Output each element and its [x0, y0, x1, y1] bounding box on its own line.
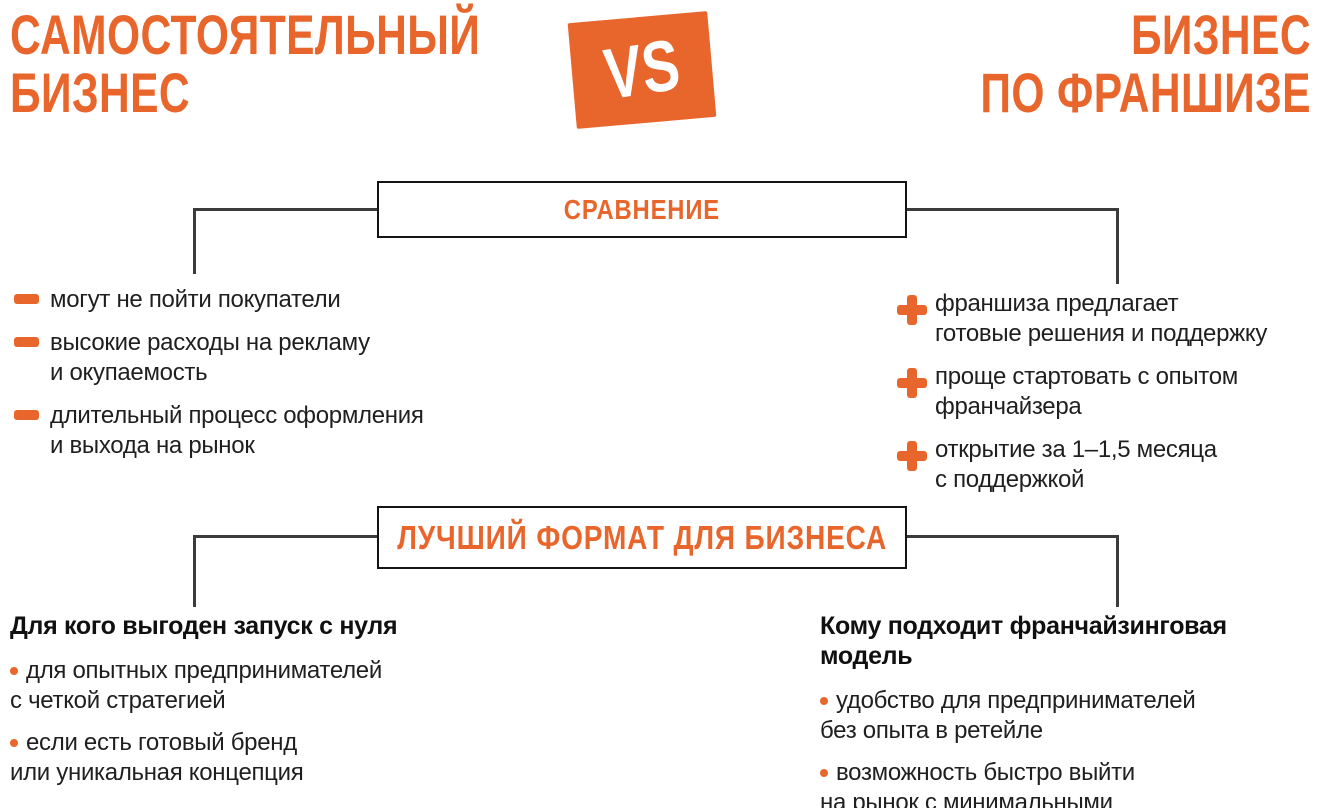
minus-icon	[14, 294, 39, 304]
minus-icon	[14, 410, 39, 420]
cons-list: могут не пойти покупатели высокие расход…	[14, 285, 484, 474]
comparison-connector-right-horizontal	[905, 208, 1119, 211]
bullet-item: возможность быстро выйти на рынок с мини…	[820, 758, 1320, 808]
best-format-box-title: ЛУЧШИЙ ФОРМАТ ДЛЯ БИЗНЕСА	[397, 518, 887, 556]
minus-icon	[14, 337, 39, 347]
plus-icon	[897, 295, 927, 325]
con-item: высокие расходы на рекламу и окупаемость	[14, 328, 484, 388]
bullet-item: удобство для предпринимателей без опыта …	[820, 686, 1320, 746]
pro-item: франшиза предлагает готовые решения и по…	[897, 289, 1317, 349]
bullet-item: для опытных предпринимателей с четкой ст…	[10, 656, 490, 716]
pro-item-text: франшиза предлагает готовые решения и по…	[935, 290, 1268, 347]
best-format-box: ЛУЧШИЙ ФОРМАТ ДЛЯ БИЗНЕСА	[377, 506, 907, 569]
best-format-connector-left-horizontal	[193, 535, 379, 538]
con-item-text: могут не пойти покупатели	[50, 286, 341, 313]
vs-label: VS	[599, 24, 685, 116]
con-item-text: длительный процесс оформления и выхода н…	[50, 402, 424, 459]
best-format-connector-right-vertical	[1116, 535, 1119, 607]
bullet-dot-icon	[820, 768, 828, 777]
franchise-business-title: БИЗНЕС ПО ФРАНШИЗЕ	[980, 3, 1311, 124]
scratch-launch-column: Для кого выгоден запуск с нуля для опытн…	[10, 611, 490, 800]
con-item: длительный процесс оформления и выхода н…	[14, 401, 484, 461]
pro-item-text: открытие за 1–1,5 месяца с поддержкой	[935, 436, 1217, 493]
bullet-item: если есть готовый бренд или уникальная к…	[10, 728, 490, 788]
bullet-text: возможность быстро выйти на рынок с мини…	[820, 759, 1135, 808]
bullet-dot-icon	[10, 738, 18, 747]
plus-icon	[897, 368, 927, 398]
best-format-connector-right-horizontal	[905, 535, 1119, 538]
comparison-connector-right-vertical	[1116, 208, 1119, 284]
bullet-text: для опытных предпринимателей с четкой ст…	[10, 657, 382, 714]
best-format-connector-left-vertical	[193, 535, 196, 607]
comparison-connector-left-horizontal	[193, 208, 379, 211]
comparison-box-title: СРАВНЕНИЕ	[563, 193, 721, 225]
pro-item-text: проще стартовать с опытом франчайзера	[935, 363, 1238, 420]
pro-item: проще стартовать с опытом франчайзера	[897, 362, 1317, 422]
plus-icon	[897, 441, 927, 471]
comparison-box: СРАВНЕНИЕ	[377, 181, 907, 238]
bullet-dot-icon	[10, 666, 18, 675]
comparison-connector-left-vertical	[193, 208, 196, 274]
franchise-model-heading: Кому подходит франчайзинговая модель	[820, 612, 1227, 670]
pros-list: франшиза предлагает готовые решения и по…	[897, 289, 1317, 508]
bullet-dot-icon	[820, 696, 828, 705]
con-item: могут не пойти покупатели	[14, 285, 484, 315]
bullet-text: если есть готовый бренд или уникальная к…	[10, 729, 304, 786]
bullet-text: удобство для предпринимателей без опыта …	[820, 687, 1196, 744]
independent-business-title: САМОСТОЯТЕЛЬНЫЙ БИЗНЕС	[10, 3, 481, 124]
pro-item: открытие за 1–1,5 месяца с поддержкой	[897, 435, 1317, 495]
franchise-model-column: Кому подходит франчайзинговая модель удо…	[820, 611, 1320, 808]
scratch-launch-heading: Для кого выгоден запуск с нуля	[10, 612, 398, 640]
vs-badge: VS	[567, 11, 717, 129]
con-item-text: высокие расходы на рекламу и окупаемость	[50, 329, 370, 386]
